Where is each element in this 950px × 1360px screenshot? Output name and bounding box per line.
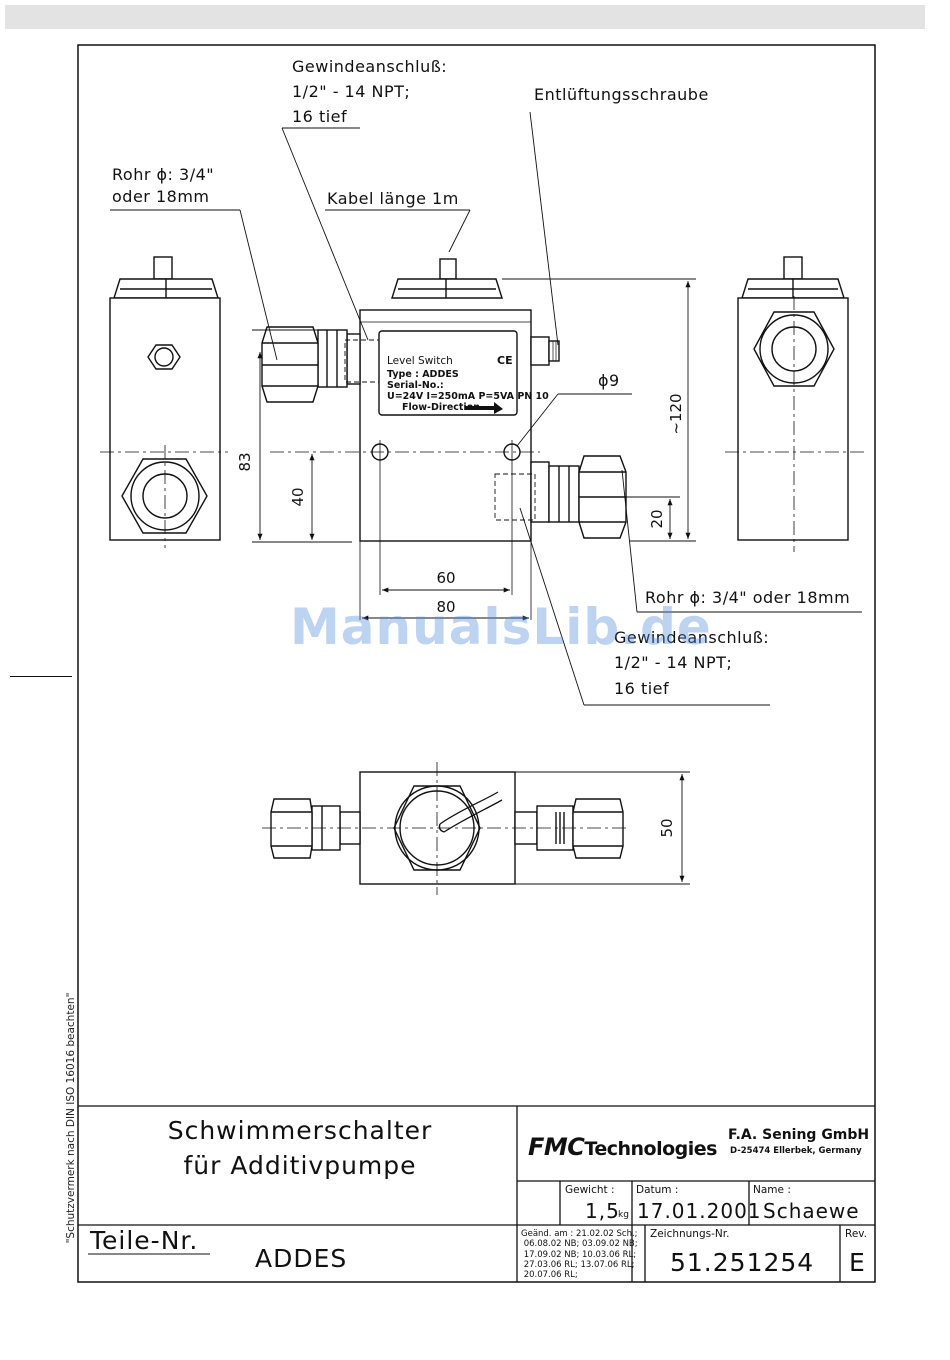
drawing-number-value: 51.251254 xyxy=(670,1248,815,1277)
top-toolbar-strip xyxy=(5,5,925,29)
dim-120: ~120 xyxy=(667,393,685,434)
date-value: 17.01.2001 xyxy=(637,1199,762,1223)
dim-83: 83 xyxy=(236,452,254,471)
name-value: Schaewe xyxy=(763,1199,860,1223)
thread-top-line2: 1/2" - 14 NPT; xyxy=(292,82,410,101)
nameplate-serial: Serial-No.: xyxy=(387,380,444,391)
right-side-view xyxy=(725,256,865,552)
fmc-logo: FMCTechnologies xyxy=(528,1133,717,1161)
title-block-grid xyxy=(78,1105,875,1282)
name-label: Name : xyxy=(753,1184,791,1196)
dim-80: 80 xyxy=(436,598,455,616)
date-label: Datum : xyxy=(636,1184,679,1196)
cable-length-label: Kabel länge 1m xyxy=(327,189,459,208)
ce-mark: CE xyxy=(497,354,513,367)
thread-bottom-line2: 1/2" - 14 NPT; xyxy=(614,653,732,672)
left-side-view xyxy=(100,256,228,548)
thread-bottom-line1: Gewindeanschluß: xyxy=(614,628,769,647)
title-line-2: für Additivpumpe xyxy=(183,1151,417,1180)
company-name: F.A. Sening GmbH xyxy=(728,1127,870,1143)
flow-arrow-icon xyxy=(465,402,503,414)
front-view xyxy=(261,258,627,620)
weight-value: 1,5 xyxy=(585,1199,620,1223)
nameplate-type: Type : ADDES xyxy=(387,369,459,380)
thread-top-line3: 16 tief xyxy=(292,107,347,126)
document-title: Schwimmerschalter für Additivpumpe xyxy=(90,1113,510,1183)
part-number-label: Teile-Nr. xyxy=(90,1226,199,1255)
protection-notice: "Schutzvermerk nach DIN ISO 16016 beacht… xyxy=(65,992,77,1244)
dimension-lines xyxy=(252,278,696,885)
margin-mark xyxy=(10,676,72,677)
thread-top-line1: Gewindeanschluß: xyxy=(292,57,447,76)
drawing-frame xyxy=(77,44,876,1283)
pipe-left-line2: oder 18mm xyxy=(112,187,209,206)
dim-60: 60 xyxy=(436,569,455,587)
nameplate-title: Level Switch xyxy=(387,355,453,367)
hole-diameter-label: ϕ9 xyxy=(598,371,620,390)
dim-20: 20 xyxy=(648,509,666,528)
drawing-number-label: Zeichnungs-Nr. xyxy=(650,1228,730,1240)
revision-history: Geänd. am : 21.02.02 Sch.; 06.08.02 NB; … xyxy=(521,1229,638,1281)
top-view xyxy=(262,762,630,895)
title-line-1: Schwimmerschalter xyxy=(167,1116,433,1145)
watermark: ManualsLib.de xyxy=(290,598,712,656)
logo-fmc-text: FMC xyxy=(528,1133,585,1161)
revision-label: Rev. xyxy=(845,1228,868,1240)
part-number-value: ADDES xyxy=(255,1244,348,1273)
nameplate: Level Switch CE Type : ADDES Serial-No.:… xyxy=(387,354,549,414)
thread-bottom-line3: 16 tief xyxy=(614,679,669,698)
weight-unit: kg xyxy=(618,1210,629,1220)
logo-technologies-text: Technologies xyxy=(584,1138,717,1160)
pipe-right-label: Rohr ϕ: 3/4" oder 18mm xyxy=(645,588,850,607)
company-address: D-25474 Ellerbek, Germany xyxy=(730,1146,862,1156)
weight-label: Gewicht : xyxy=(565,1184,615,1196)
vent-screw-label: Entlüftungsschraube xyxy=(534,85,709,104)
callout-texts: Gewindeanschluß: 1/2" - 14 NPT; 16 tief … xyxy=(112,57,850,698)
pipe-left-line1: Rohr ϕ: 3/4" xyxy=(112,165,214,184)
nameplate-specs: U=24V I=250mA P=5VA PN 10 xyxy=(387,391,549,402)
revision-value: E xyxy=(849,1248,865,1277)
dim-50: 50 xyxy=(658,818,676,837)
dimension-texts: 83 40 60 80 ~120 20 50 xyxy=(236,393,685,837)
nameplate-flow: Flow-Direction xyxy=(402,402,480,413)
dim-40: 40 xyxy=(289,487,307,506)
leader-lines xyxy=(110,111,862,706)
